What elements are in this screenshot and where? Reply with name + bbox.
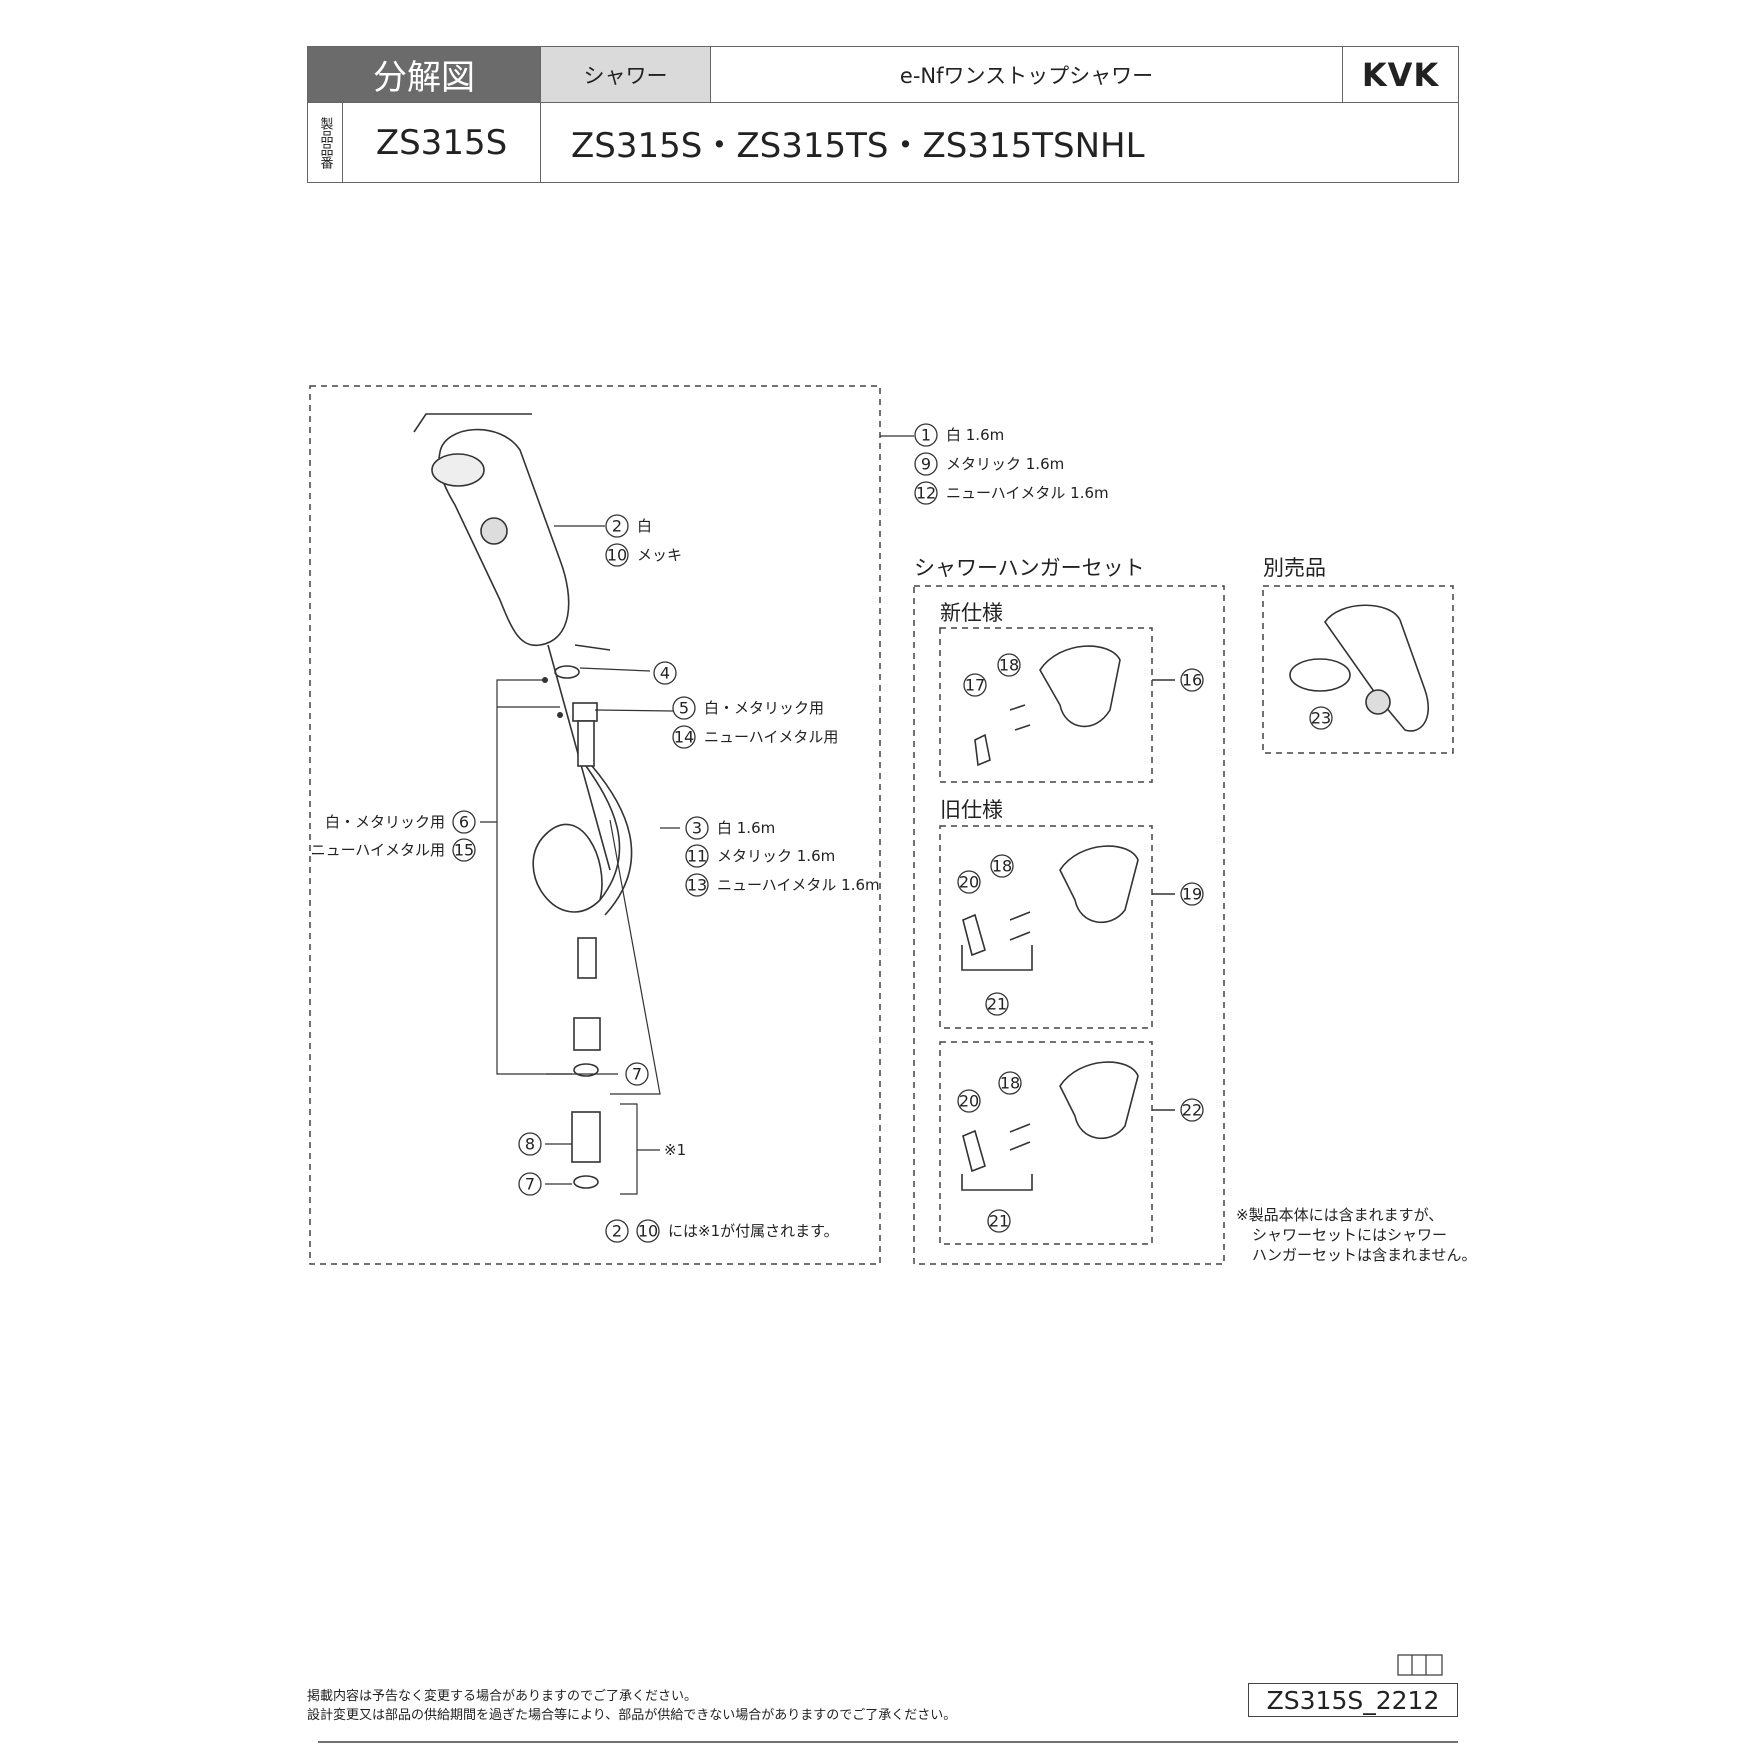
stamp-boxes xyxy=(1397,1654,1443,1676)
hanger-set-frame xyxy=(913,585,1225,1265)
label-p6: 白・メタリック用 xyxy=(325,813,445,831)
label-p5: 白・メタリック用 xyxy=(704,699,824,717)
label-p2: 白 xyxy=(637,517,652,535)
part-num-11: 11 xyxy=(687,847,707,866)
label-p11: メタリック 1.6m xyxy=(717,847,835,865)
product-number-label: 製品品番 xyxy=(308,102,342,182)
label-note-main: には※1が付属されます。 xyxy=(668,1222,839,1240)
part-num-20a: 20 xyxy=(959,873,979,892)
section-new-spec: 新仕様 xyxy=(940,601,1003,625)
part-number-markers xyxy=(452,423,1333,1243)
part-num-8: 8 xyxy=(525,1135,535,1154)
part-num-2-note: 2 xyxy=(612,1222,622,1241)
hanger-old-drawing-2 xyxy=(961,1061,1175,1191)
side-note: ※製品本体には含まれますが、 シャワーセットにはシャワー ハンガーセットは含まれ… xyxy=(1236,1206,1477,1264)
part-num-2: 2 xyxy=(612,517,622,536)
label-p15: ニューハイメタル用 xyxy=(311,841,445,859)
hose-drawing xyxy=(532,665,633,1189)
old-spec-frame-2 xyxy=(939,1041,1153,1245)
part-num-20b: 20 xyxy=(959,1092,979,1111)
section-hanger-set: シャワーハンガーセット xyxy=(914,556,1145,580)
hanger-new-drawing xyxy=(974,645,1175,767)
shower-head-drawing xyxy=(413,413,611,871)
brand-logo: KVK xyxy=(1342,47,1458,102)
part-num-14: 14 xyxy=(674,728,694,747)
part-num-13: 13 xyxy=(687,876,707,895)
label-p9: メタリック 1.6m xyxy=(946,455,1064,473)
header-table: 分解図 シャワー e-Nfワンストップシャワー KVK 製品品番 ZS315S … xyxy=(307,46,1459,183)
part-num-10-note: 10 xyxy=(638,1222,658,1241)
side-note-line1: ※製品本体には含まれますが、 xyxy=(1236,1206,1443,1224)
side-note-line2: シャワーセットにはシャワー xyxy=(1252,1226,1447,1244)
label-p12: ニューハイメタル 1.6m xyxy=(946,484,1109,502)
part-num-17: 17 xyxy=(965,676,985,695)
label-p14: ニューハイメタル用 xyxy=(704,728,838,746)
category-cell: シャワー xyxy=(540,47,710,102)
part-num-23: 23 xyxy=(1311,709,1331,728)
part-num-21a: 21 xyxy=(987,995,1007,1014)
part-num-3: 3 xyxy=(692,819,702,838)
model-number: ZS315S xyxy=(342,102,540,182)
part-num-1: 1 xyxy=(921,426,931,445)
product-name: e-Nfワンストップシャワー xyxy=(710,47,1342,102)
label-note1-mark: ※1 xyxy=(664,1141,686,1159)
page-title: 分解図 xyxy=(308,47,540,102)
part-num-18b: 18 xyxy=(992,857,1012,876)
label-p13: ニューハイメタル 1.6m xyxy=(717,876,880,894)
part-num-12: 12 xyxy=(916,484,936,503)
label-p3: 白 1.6m xyxy=(717,819,775,837)
footer-note-2: 設計変更又は部品の供給期間を過ぎた場合等により、部品が供給できない場合があります… xyxy=(307,1708,957,1723)
old-spec-frame-1 xyxy=(939,825,1153,1029)
part-num-10: 10 xyxy=(607,546,627,565)
part-number-text: 1 9 12 2 10 4 5 14 6 15 3 11 13 7 8 7 2 … xyxy=(454,426,1331,1241)
part-num-19: 19 xyxy=(1182,885,1202,904)
part-num-5: 5 xyxy=(679,699,689,718)
section-old-spec: 旧仕様 xyxy=(940,798,1003,822)
document-code: ZS315S_2212 xyxy=(1248,1683,1458,1717)
new-spec-frame xyxy=(939,627,1153,783)
vertical-label-text: 製品品番 xyxy=(317,116,333,169)
part-num-15: 15 xyxy=(454,841,474,860)
part-labels: 白 1.6m メタリック 1.6m ニューハイメタル 1.6m 白 メッキ 白・… xyxy=(311,426,1109,1240)
part-num-18c: 18 xyxy=(1000,1074,1020,1093)
footer-note-1: 掲載内容は予告なく変更する場合がありますのでご了承ください。 xyxy=(307,1689,698,1704)
section-sold-separately: 別売品 xyxy=(1263,556,1326,580)
part-num-18a: 18 xyxy=(999,656,1019,675)
hose-leader-lines xyxy=(480,667,680,1195)
part-num-22: 22 xyxy=(1182,1101,1202,1120)
section-titles: シャワーハンガーセット 新仕様 旧仕様 別売品 xyxy=(914,556,1326,822)
part-num-7b: 7 xyxy=(525,1175,535,1194)
main-parts-frame xyxy=(309,385,881,1265)
applicable-models: ZS315S・ZS315TS・ZS315TSNHL xyxy=(540,102,1458,182)
hanger-old-drawing-1 xyxy=(961,845,1175,971)
part-num-9: 9 xyxy=(921,455,931,474)
label-p1: 白 1.6m xyxy=(946,426,1004,444)
side-note-line3: ハンガーセットは含まれません。 xyxy=(1252,1246,1477,1264)
sold-separately-frame xyxy=(1262,585,1454,754)
part-num-6: 6 xyxy=(459,813,469,832)
sold-separately-drawing xyxy=(1289,604,1430,732)
part-num-16: 16 xyxy=(1182,671,1202,690)
label-p10: メッキ xyxy=(637,546,682,564)
part-num-4: 4 xyxy=(660,664,670,683)
part-num-21b: 21 xyxy=(989,1212,1009,1231)
part-num-7a: 7 xyxy=(632,1065,642,1084)
